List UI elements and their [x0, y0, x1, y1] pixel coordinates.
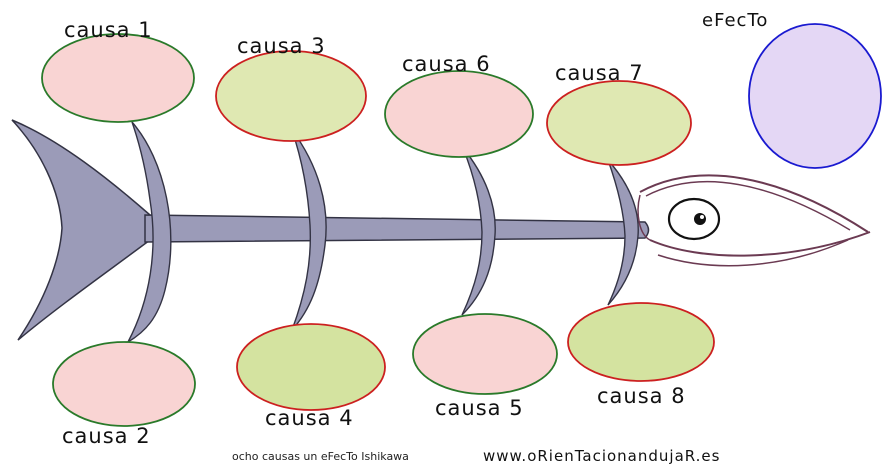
cause-8-ellipse	[567, 302, 715, 382]
fish-spine	[144, 214, 650, 243]
footer-caption: ocho causas un eFecTo Ishikawa	[232, 450, 409, 463]
fish-head	[637, 174, 871, 267]
cause-7-ellipse	[546, 80, 692, 166]
cause-4-ellipse	[236, 323, 386, 411]
cause-4-label: causa 4	[265, 406, 354, 430]
fish-rib-4	[607, 159, 639, 306]
cause-1-ellipse	[41, 33, 195, 123]
cause-5-label: causa 5	[435, 396, 524, 420]
cause-2-ellipse	[52, 341, 196, 427]
effect-circle	[748, 23, 882, 169]
cause-3-label: causa 3	[237, 34, 326, 58]
footer-url: www.oRienTacionandujaR.es	[483, 447, 721, 465]
effect-label: eFecTo	[702, 10, 769, 31]
cause-8-label: causa 8	[597, 384, 686, 408]
cause-6-ellipse	[384, 70, 534, 158]
cause-3-ellipse	[215, 50, 367, 142]
cause-5-ellipse	[412, 313, 558, 395]
fish-rib-3	[461, 147, 496, 316]
cause-1-label: causa 1	[64, 18, 153, 42]
cause-7-label: causa 7	[555, 61, 644, 85]
cause-2-label: causa 2	[62, 424, 151, 448]
cause-6-label: causa 6	[402, 52, 491, 76]
fish-tail	[11, 119, 151, 341]
